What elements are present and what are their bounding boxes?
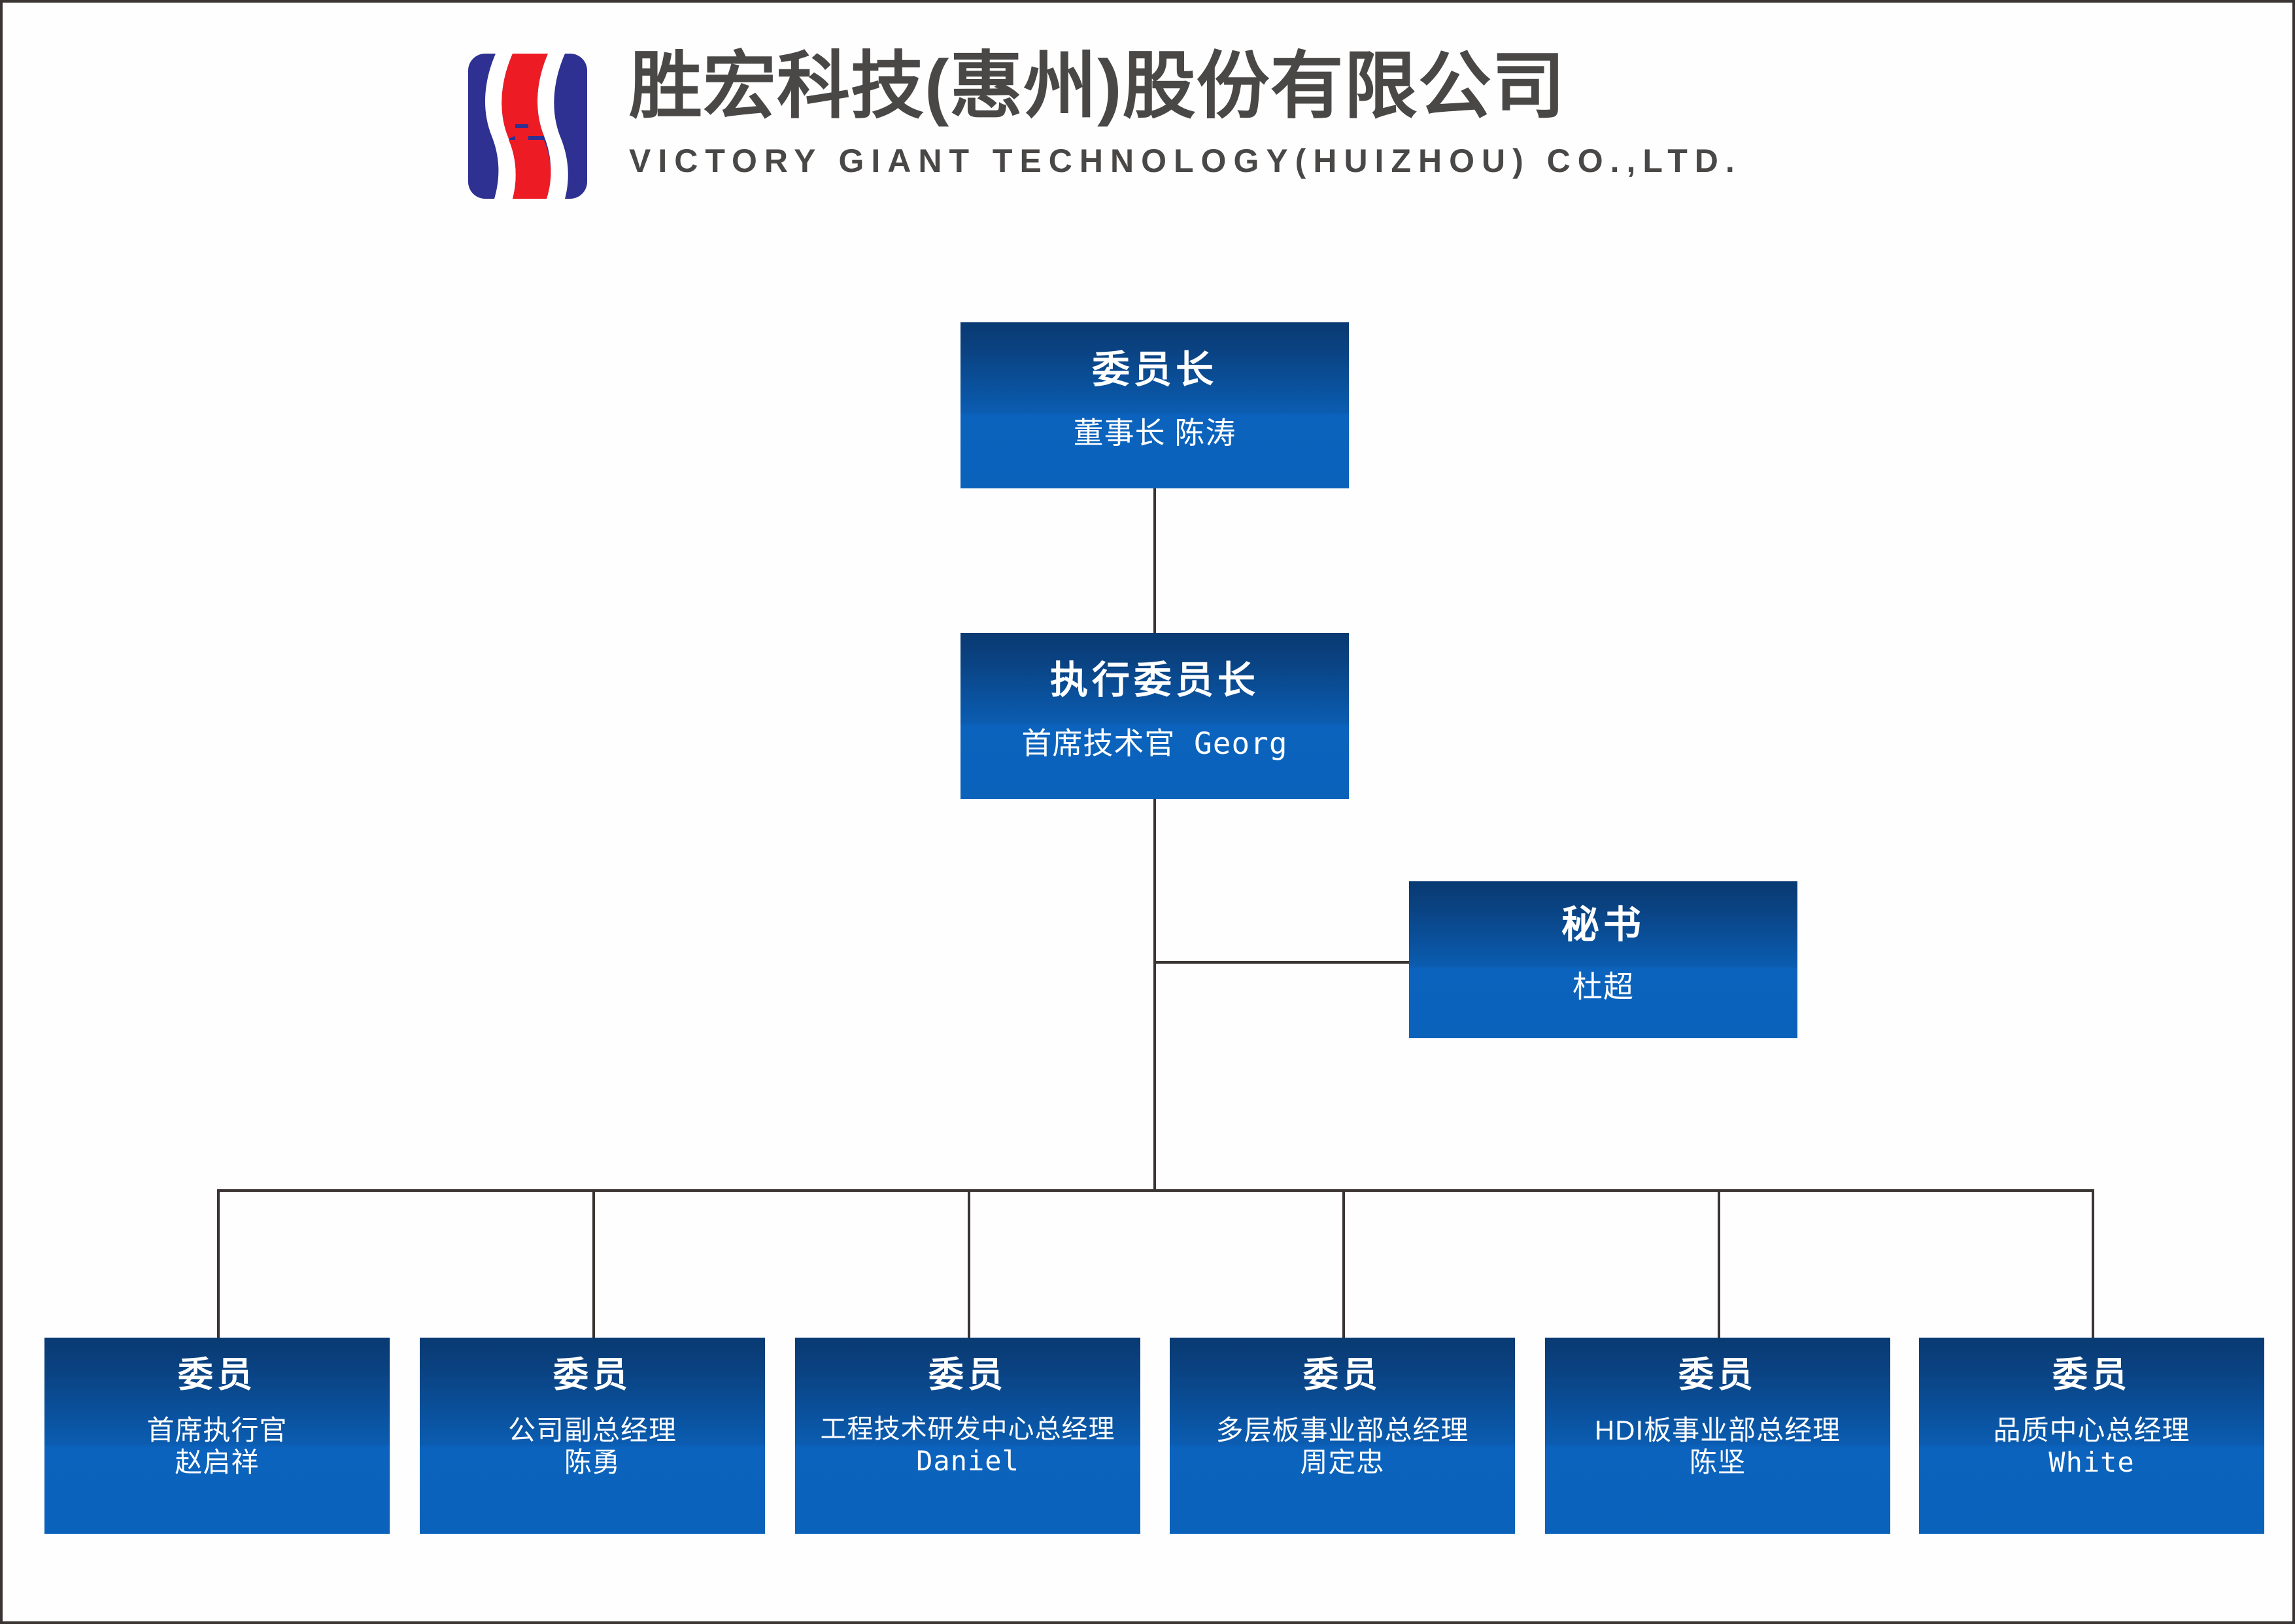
node-executive-role: 执行委员长 (1049, 659, 1259, 702)
node-member-2-position: 公司副总经理 (507, 1415, 677, 1446)
node-member-5-position: HDI板事业部总经理 (1594, 1415, 1841, 1446)
node-member-6-person: White (2048, 1446, 2135, 1479)
node-executive-chairman[interactable]: 执行委员长 首席技术官 Georg (960, 633, 1349, 799)
node-member-4-role: 委员 (1303, 1355, 1382, 1395)
victory-giant-logo-icon (468, 54, 587, 199)
node-member-4-person: 周定忠 (1300, 1447, 1385, 1478)
company-name-cn: 胜宏科技(惠州)股份有限公司 (629, 45, 1566, 127)
node-member-1-person: 赵启祥 (175, 1447, 260, 1478)
node-chairman-subtitle: 董事长 陈涛 (1073, 416, 1236, 450)
node-executive-subtitle: 首席技术官 Georg (1021, 726, 1288, 761)
node-member-6-position: 品质中心总经理 (1993, 1415, 2190, 1446)
node-member-1[interactable]: 委员 首席执行官 赵启祥 (44, 1338, 390, 1534)
connector-executive-to-secretary (1153, 961, 1411, 964)
node-member-1-role: 委员 (178, 1355, 256, 1395)
page-header: 胜宏科技(惠州)股份有限公司 VICTORY GIANT TECHNOLOGY(… (460, 42, 2030, 212)
node-member-3-person: Daniel (916, 1444, 1019, 1477)
node-member-5-role: 委员 (1678, 1355, 1757, 1395)
node-chairman-role: 委员长 (1091, 348, 1217, 391)
node-member-2-role: 委员 (553, 1355, 632, 1395)
node-member-3-role: 委员 (928, 1355, 1007, 1395)
node-member-4[interactable]: 委员 多层板事业部总经理 周定忠 (1170, 1338, 1515, 1534)
node-secretary-person: 杜超 (1572, 970, 1634, 1004)
node-member-5-person: 陈坚 (1689, 1447, 1746, 1478)
node-member-5[interactable]: 委员 HDI板事业部总经理 陈坚 (1545, 1338, 1890, 1534)
connector-member-bus (217, 1189, 2093, 1192)
connector-chairman-to-executive (1153, 488, 1156, 634)
node-member-3[interactable]: 委员 工程技术研发中心总经理 Daniel (795, 1338, 1140, 1534)
node-member-6-role: 委员 (2052, 1355, 2131, 1395)
node-member-2[interactable]: 委员 公司副总经理 陈勇 (420, 1338, 765, 1534)
node-chairman[interactable]: 委员长 董事长 陈涛 (960, 322, 1349, 488)
connector-drop-member-5 (1718, 1189, 1720, 1338)
connector-drop-member-3 (968, 1189, 970, 1338)
node-member-1-position: 首席执行官 (146, 1415, 288, 1446)
connector-drop-member-2 (592, 1189, 595, 1338)
node-member-2-person: 陈勇 (564, 1447, 620, 1478)
connector-drop-member-6 (2092, 1189, 2094, 1338)
node-member-3-position: 工程技术研发中心总经理 (820, 1415, 1115, 1444)
node-secretary[interactable]: 秘书 杜超 (1409, 881, 1797, 1038)
node-member-6[interactable]: 委员 品质中心总经理 White (1919, 1338, 2264, 1534)
node-secretary-role: 秘书 (1561, 904, 1645, 946)
node-member-4-position: 多层板事业部总经理 (1216, 1415, 1469, 1446)
company-name-en: VICTORY GIANT TECHNOLOGY(HUIZHOU) CO.,LT… (629, 142, 1742, 179)
company-title-block: 胜宏科技(惠州)股份有限公司 VICTORY GIANT TECHNOLOGY(… (629, 42, 2002, 180)
connector-drop-member-1 (217, 1189, 220, 1338)
connector-executive-trunk (1153, 799, 1156, 1192)
connector-drop-member-4 (1342, 1189, 1345, 1338)
